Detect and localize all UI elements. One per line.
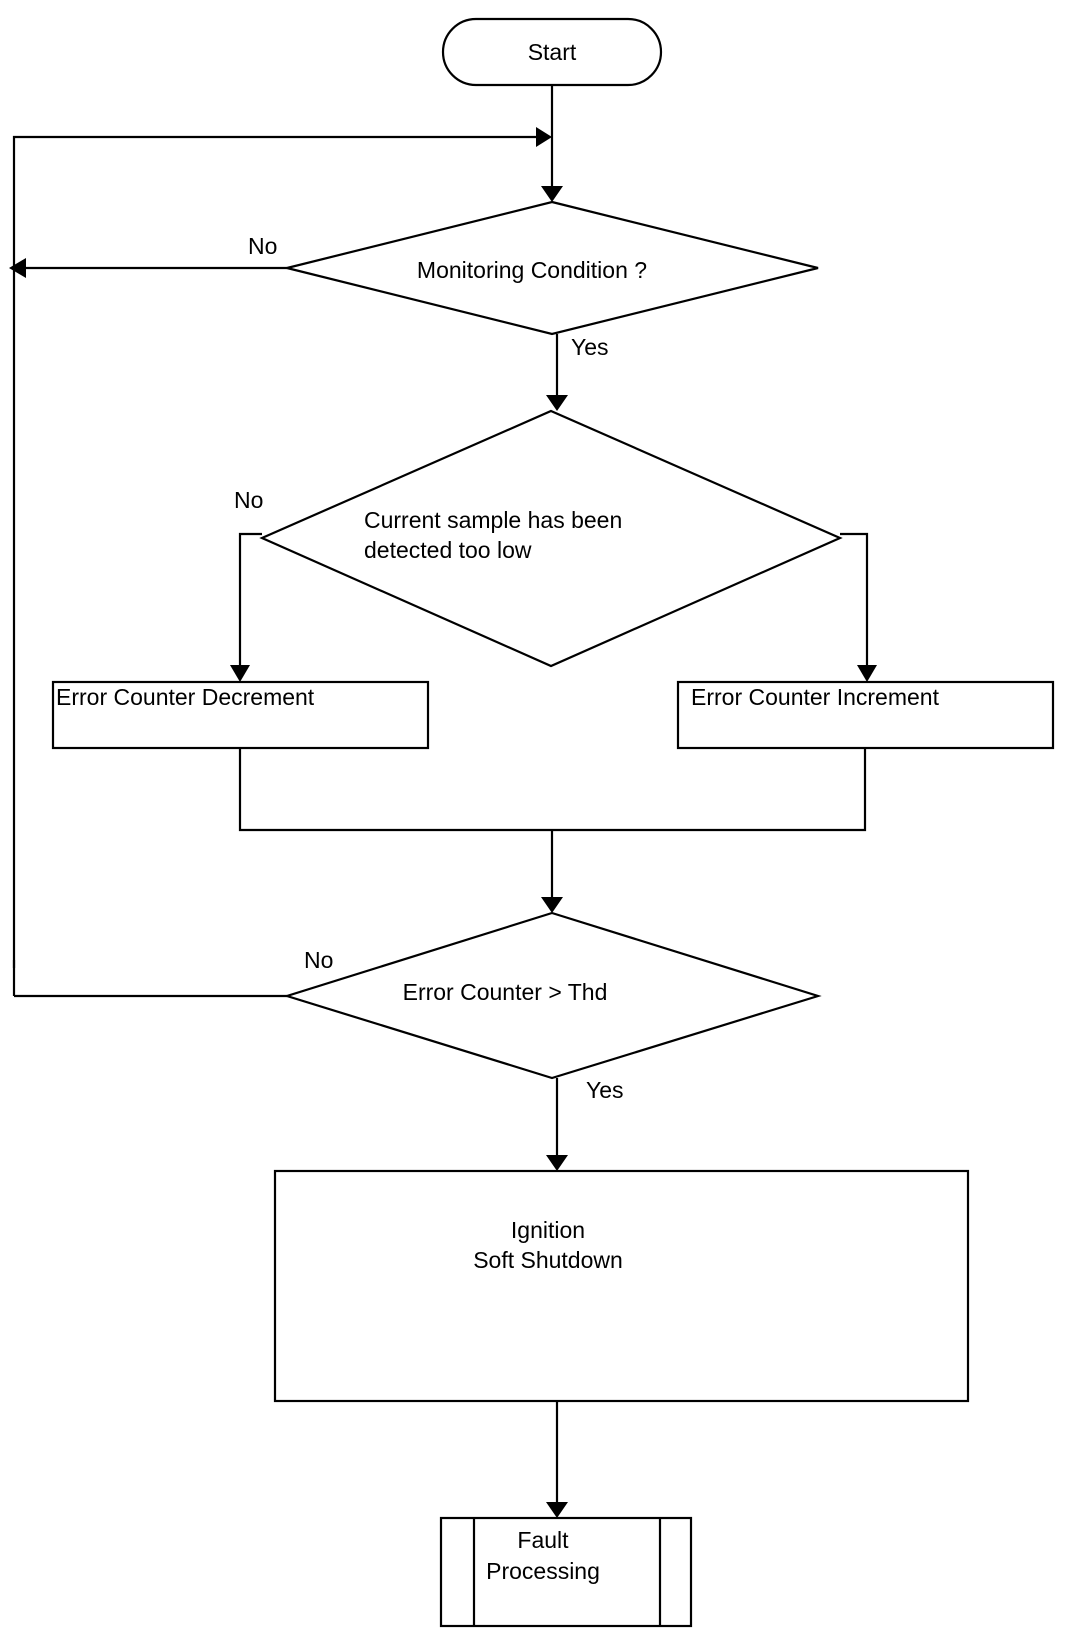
ignition-label: Ignition (511, 1217, 585, 1243)
threshold-no-label: No (304, 947, 333, 973)
monitoring-condition-decision (286, 200, 819, 336)
arrowhead-fault (546, 1502, 568, 1518)
current-sample-decision (259, 409, 843, 668)
ignition-soft-shutdown-box (273, 1169, 970, 1403)
connector-merge (238, 748, 867, 832)
arrowhead-threshold (541, 897, 563, 913)
soft-shutdown-label: Soft Shutdown (473, 1247, 623, 1273)
monitoring-yes-label: Yes (571, 334, 609, 360)
current-sample-label-line1: Current sample has been (364, 507, 622, 533)
arrowhead-current-sample (546, 395, 568, 411)
arrowhead-monitoring (541, 186, 563, 202)
error-counter-decrement-box (51, 680, 430, 750)
arrowhead-decrement (230, 665, 250, 682)
arrowhead-monitoring-no (9, 258, 26, 278)
connector-current-no (238, 532, 262, 665)
monitoring-no-label: No (248, 233, 277, 259)
current-sample-label-line2: detected too low (364, 537, 532, 563)
loop-back-connector (12, 135, 537, 968)
error-threshold-decision (283, 911, 822, 1080)
connector-current-yes (840, 532, 869, 665)
arrowhead-increment (857, 665, 877, 682)
monitoring-condition-label: Monitoring Condition ? (417, 257, 647, 283)
fault-label: Fault (517, 1527, 569, 1553)
error-counter-decrement-label: Error Counter Decrement (56, 684, 315, 710)
current-no-label: No (234, 487, 263, 513)
processing-label: Processing (486, 1558, 600, 1584)
error-counter-increment-label: Error Counter Increment (691, 684, 940, 710)
arrowhead-loop-merge (536, 127, 552, 147)
error-threshold-label: Error Counter > Thd (403, 979, 608, 1005)
start-label: Start (528, 39, 577, 65)
threshold-yes-label: Yes (586, 1077, 624, 1103)
arrowhead-shutdown (546, 1155, 568, 1171)
fault-processing-box (439, 1516, 693, 1628)
